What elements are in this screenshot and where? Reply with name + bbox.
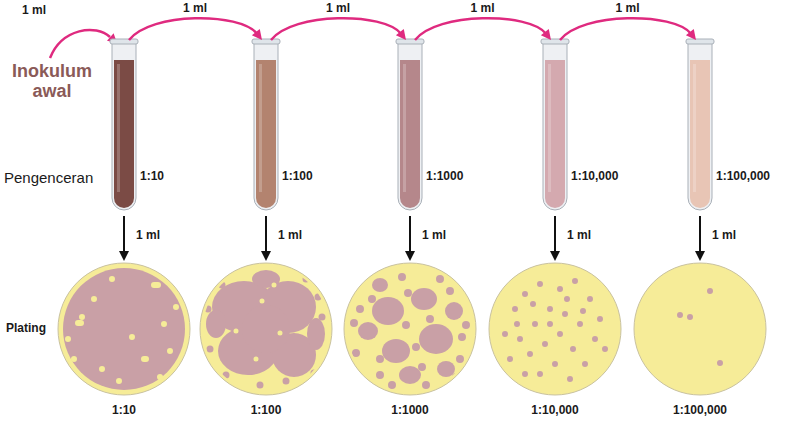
- test-tube: 1:100,000: [688, 39, 712, 210]
- inoculum-arrow: [50, 30, 110, 58]
- volume-label: 1 ml: [183, 1, 207, 15]
- transfer-arrow: [554, 216, 556, 253]
- arrow-head: [261, 251, 271, 261]
- test-tube: [110, 39, 138, 210]
- colony-patches: [354, 277, 466, 385]
- dilution-label: 1:10: [140, 169, 164, 183]
- test-tube: 1:100: [254, 39, 278, 210]
- arrow-head: [405, 251, 415, 261]
- volume-label: 1 ml: [615, 1, 639, 15]
- dilution-label: 1:100: [200, 403, 332, 417]
- row-label: Plating: [6, 322, 46, 335]
- dilution-label: 1:100,000: [634, 403, 766, 417]
- dilution-label: 1:100,000: [716, 169, 770, 183]
- dilution-label: 1:10,000: [571, 169, 618, 183]
- petri-plate: [344, 263, 476, 395]
- transfer-arrow: [129, 18, 257, 40]
- test-tube: [252, 39, 280, 210]
- arrow-head: [550, 251, 560, 261]
- volume-label: 1 ml: [712, 228, 736, 242]
- volume-label: 1 ml: [136, 228, 160, 242]
- arrow-head: [541, 29, 551, 40]
- inoculum-label: Inokulum awal: [2, 62, 102, 102]
- transfer-arrow: [699, 216, 701, 253]
- arrow-head: [119, 251, 129, 261]
- colonies: [505, 281, 605, 379]
- test-tube: 1:10: [112, 39, 136, 210]
- test-tube: 1:10,000: [543, 39, 567, 210]
- test-tube: 1:1000: [398, 39, 422, 210]
- petri-plate: 1:10,000: [489, 263, 621, 395]
- row-label: Pengenceran: [4, 170, 93, 187]
- volume-label: 1 ml: [278, 228, 302, 242]
- dilution-label: 1:100: [282, 169, 313, 183]
- colonies: [680, 291, 720, 363]
- volume-label: 1 ml: [22, 4, 46, 17]
- petri-plate: [200, 263, 332, 395]
- petri-plate: 1:100: [200, 263, 332, 395]
- transfer-arrow: [560, 18, 691, 40]
- volume-label: 1 ml: [470, 1, 494, 15]
- colony-lawn: [63, 268, 185, 390]
- transfer-arrow: [409, 216, 411, 253]
- volume-label: 1 ml: [422, 228, 446, 242]
- transfer-arrow: [415, 18, 546, 40]
- petri-plate: [489, 263, 621, 395]
- dilution-label: 1:10,000: [489, 403, 621, 417]
- colony-patches: [206, 270, 325, 385]
- transfer-arrow: [123, 216, 125, 253]
- arrow-head: [396, 29, 406, 40]
- petri-plate: 1:100,000: [634, 263, 766, 395]
- dilution-label: 1:10: [58, 403, 190, 417]
- volume-label: 1 ml: [326, 1, 350, 15]
- petri-plate: [58, 263, 190, 395]
- arrow-head: [686, 29, 696, 40]
- dilution-label: 1:1000: [426, 169, 463, 183]
- test-tube: [686, 39, 714, 210]
- dilution-label: 1:1000: [344, 403, 476, 417]
- test-tube: [396, 39, 424, 210]
- transfer-arrow: [265, 216, 267, 253]
- transfer-arrow: [271, 18, 401, 40]
- petri-plate: 1:10: [58, 263, 190, 395]
- petri-plate: [634, 263, 766, 395]
- arrow-head: [252, 29, 262, 40]
- test-tube: [541, 39, 569, 210]
- volume-label: 1 ml: [567, 228, 591, 242]
- arrow-head: [695, 251, 705, 261]
- petri-plate: 1:1000: [344, 263, 476, 395]
